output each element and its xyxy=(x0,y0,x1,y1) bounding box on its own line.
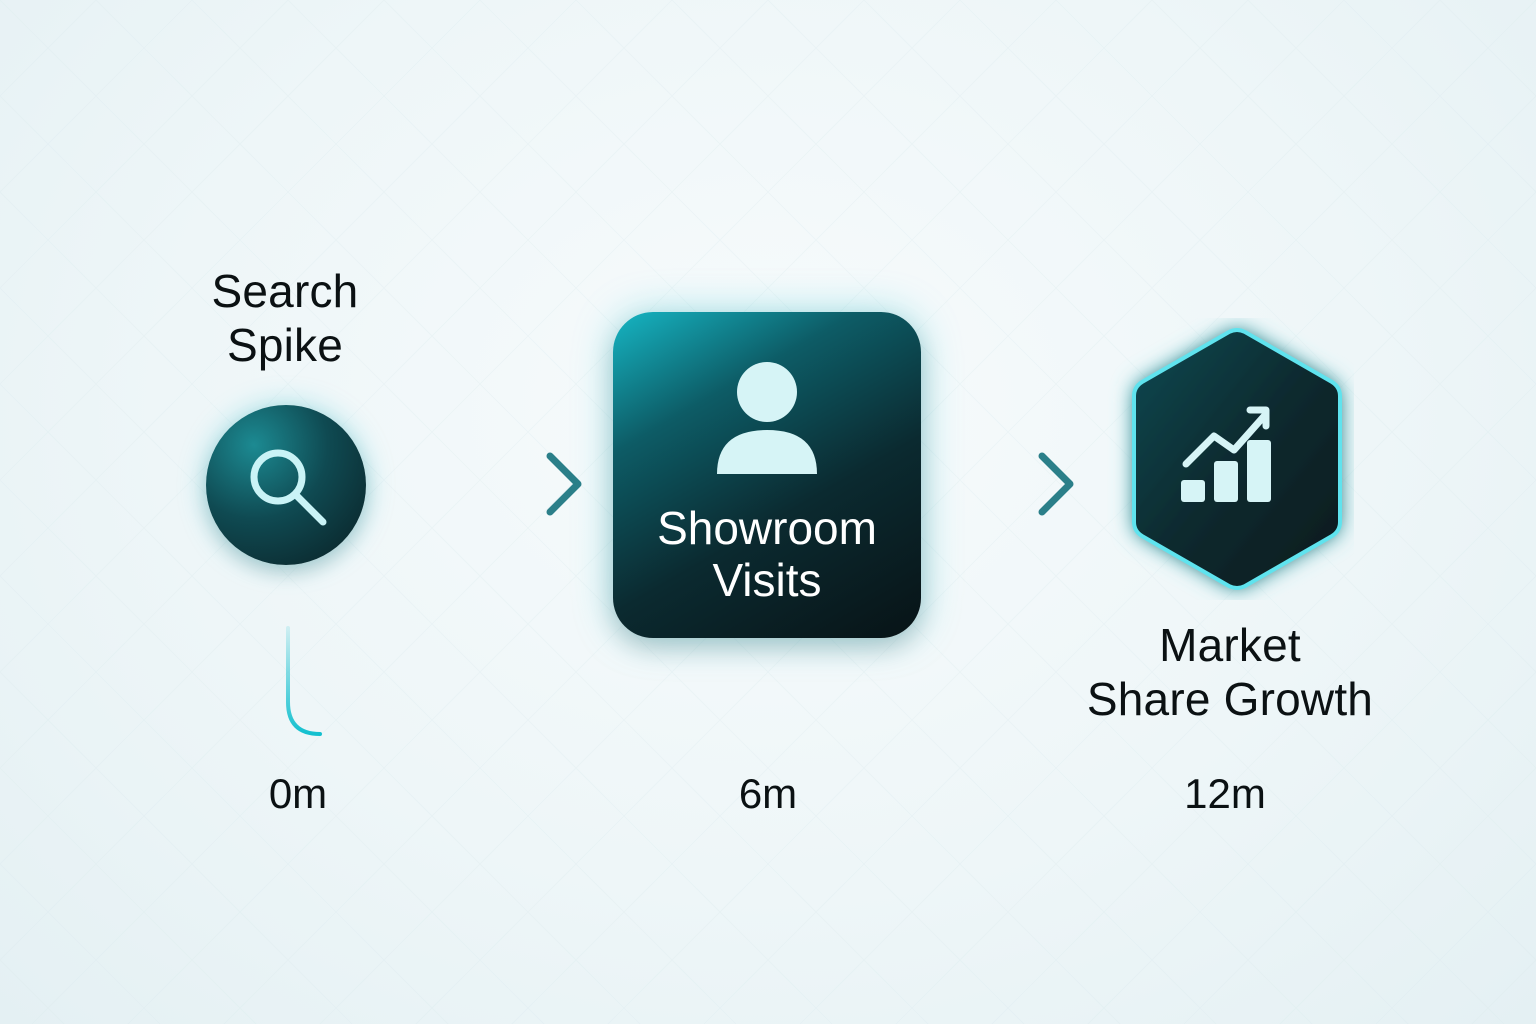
market-share-growth-label: Market Share Growth xyxy=(1050,618,1410,726)
timeline-tick-0m: 0m xyxy=(268,770,328,817)
growth-chart-icon xyxy=(1181,406,1271,502)
market-share-growth-label-line-2: Share Growth xyxy=(1086,673,1374,725)
search-spike-node xyxy=(206,405,366,565)
showroom-visits-label-line-2: Visits xyxy=(712,554,822,606)
search-spike-label: Search Spike xyxy=(175,264,395,372)
search-spike-label-line-2: Spike xyxy=(226,319,344,371)
arrow-showroom-to-market xyxy=(919,452,1074,516)
arrow-search-to-showroom xyxy=(369,452,582,516)
search-spike-label-line-1: Search xyxy=(211,265,359,317)
person-icon xyxy=(717,362,817,474)
showroom-visits-node: Showroom Visits xyxy=(613,312,921,638)
market-share-growth-label-line-1: Market xyxy=(1159,619,1301,671)
search-icon xyxy=(250,449,327,526)
showroom-visits-label-line-1: Showroom xyxy=(657,502,877,554)
timeline-line xyxy=(286,626,1143,737)
showroom-visits-label: Showroom Visits xyxy=(613,502,921,606)
hexagon-shape xyxy=(1132,328,1342,590)
market-share-growth-node xyxy=(1104,318,1354,600)
timeline-tick-12m: 12m xyxy=(1184,770,1266,817)
timeline-tick-6m: 6m xyxy=(738,770,798,817)
